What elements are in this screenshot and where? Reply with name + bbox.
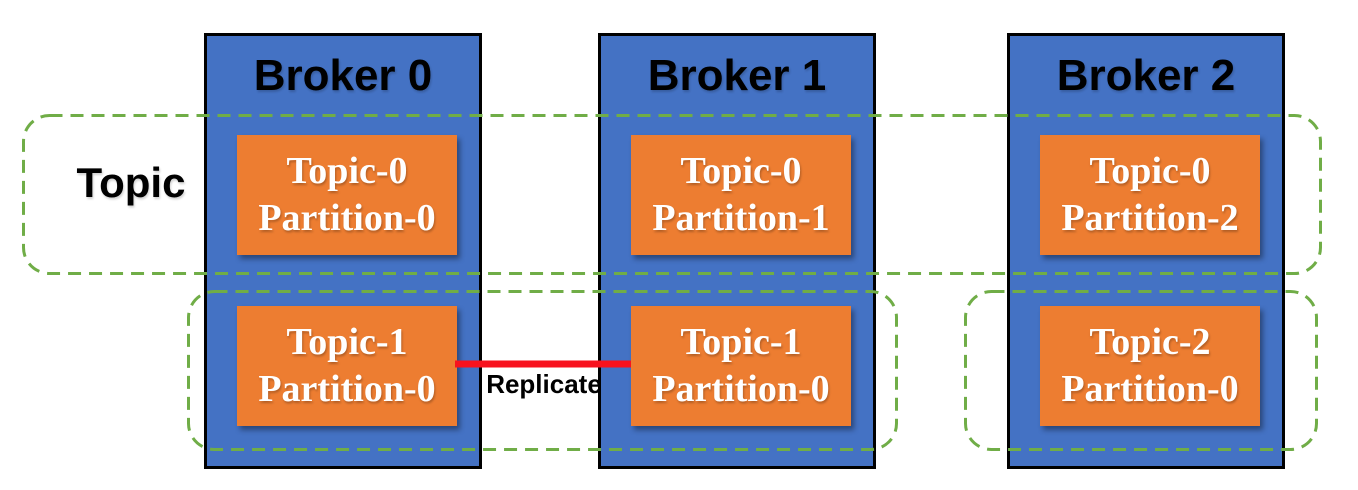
partition-name-label: Partition-0 [258,197,436,239]
partition-name-label: Partition-0 [258,368,436,410]
partition-name-label: Partition-1 [652,197,830,239]
broker-1-box: Broker 1 Topic-0 Partition-1 Topic-1 Par… [598,33,876,469]
partition-name-label: Partition-0 [652,368,830,410]
broker-2-box: Broker 2 Topic-0 Partition-2 Topic-2 Par… [1007,33,1285,469]
broker-0-box: Broker 0 Topic-0 Partition-0 Topic-1 Par… [204,33,482,469]
partition-name-label: Partition-0 [1061,368,1239,410]
topic-label: Topic [76,159,186,206]
topic-name-label: Topic-0 [1089,150,1211,192]
broker-1-topic-1-partition-0-box: Topic-1 Partition-0 [631,306,851,426]
topic-name-label: Topic-1 [286,321,408,363]
topic-name-label: Topic-0 [286,150,408,192]
broker-0-topic-0-partition-0-box: Topic-0 Partition-0 [237,135,457,255]
broker-0-topic-1-partition-0-box: Topic-1 Partition-0 [237,306,457,426]
broker-2-topic-0-partition-2-box: Topic-0 Partition-2 [1040,135,1260,255]
broker-1-topic-0-partition-1-box: Topic-0 Partition-1 [631,135,851,255]
topic-name-label: Topic-2 [1089,321,1211,363]
broker-2-topic-2-partition-0-box: Topic-2 Partition-0 [1040,306,1260,426]
topic-name-label: Topic-0 [680,150,802,192]
broker-0-label: Broker 0 [253,51,433,100]
partition-name-label: Partition-2 [1061,197,1239,239]
topic-name-label: Topic-1 [680,321,802,363]
broker-2-label: Broker 2 [1056,51,1236,100]
replicate-label: Replicate [486,369,602,399]
broker-1-label: Broker 1 [647,51,827,100]
